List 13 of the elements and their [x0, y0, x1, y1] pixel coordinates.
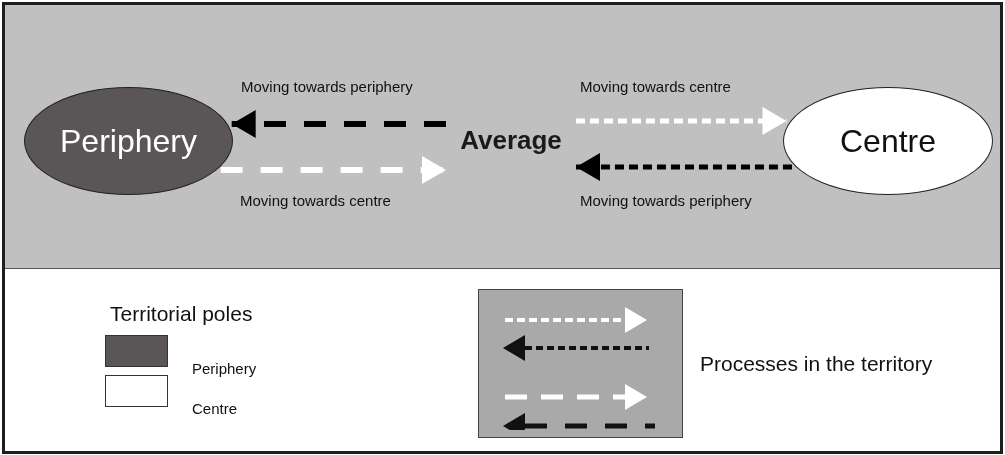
- dashed-arrow: [220, 156, 446, 184]
- node-text: Average: [448, 123, 574, 157]
- dashed-arrow: [231, 110, 446, 138]
- legend-text: Centre: [192, 400, 238, 417]
- dashed-arrow: [576, 153, 792, 181]
- edge-label: Moving towards centre: [240, 192, 391, 209]
- edge-label: Moving towards periphery: [241, 78, 413, 95]
- edge-label: Moving towards periphery: [580, 192, 752, 209]
- legend-title: Territorial poles: [110, 302, 253, 326]
- legend-title: Processes in the territory: [700, 352, 933, 376]
- dashed-arrow: [576, 107, 787, 135]
- edge-label: Moving towards centre: [580, 78, 731, 95]
- legend-text: Periphery: [192, 360, 257, 377]
